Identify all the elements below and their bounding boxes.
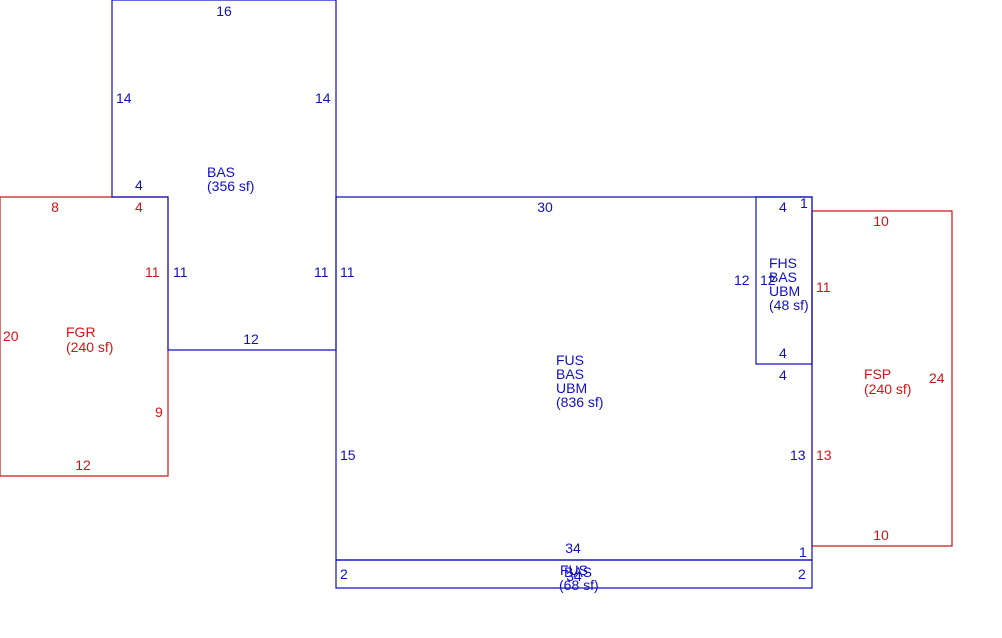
dim-main-right-bottom: 1: [799, 544, 807, 560]
dim-fsp-left: 11: [816, 279, 831, 295]
dim-fhs-bottom: 4: [779, 345, 787, 361]
fhs-code-1: FHS: [769, 255, 797, 271]
dim-fsp-left-lower: 13: [816, 447, 832, 463]
dim-fgr-top-right: 4: [135, 199, 143, 215]
dim-bas-bottom: 12: [243, 331, 259, 347]
fhs-area: (48 sf): [769, 297, 809, 313]
dim-main-left-upper: 11: [340, 264, 355, 280]
dim-strip-right: 2: [798, 566, 806, 582]
dim-fsp-top: 10: [873, 213, 889, 229]
dim-fhs-left: 12: [734, 272, 750, 288]
dim-fsp-right: 24: [929, 370, 945, 386]
fsp-area: (240 sf): [864, 381, 911, 397]
dim-bas-top-left: 14: [116, 90, 132, 106]
fhs-outline: [755, 196, 813, 365]
dim-fgr-left: 20: [3, 328, 19, 344]
fhs-code-2: BAS: [769, 269, 797, 285]
dim-bas-lower-left: 11: [173, 264, 188, 280]
dim-main-left-lower: 15: [340, 447, 356, 463]
strip-code-2: BAS: [564, 564, 592, 580]
dim-fgr-top: 8: [51, 199, 59, 215]
dim-fhs-right: 12: [760, 272, 776, 288]
main-area: (836 sf): [556, 394, 603, 410]
dim-main-bottom: 34: [565, 540, 581, 556]
strip-code-1: FUS: [560, 562, 588, 578]
dim-fhs-below: 4: [779, 367, 787, 383]
dim-bas-top-top: 16: [216, 3, 232, 19]
fhs-code-3: UBM: [769, 283, 800, 299]
dim-fsp-bottom: 10: [873, 527, 889, 543]
dim-fhs-top: 4: [779, 199, 787, 215]
dim-fgr-right-upper: 11: [145, 264, 160, 280]
dim-main-right-top: 1: [800, 195, 808, 211]
bas-top-outline: [111, 0, 337, 351]
fsp-code: FSP: [864, 366, 891, 382]
main-code-3: UBM: [556, 380, 587, 396]
strip-area: (68 sf): [559, 577, 599, 593]
main-code-1: FUS: [556, 352, 584, 368]
dim-main-right-lower: 13: [790, 447, 806, 463]
dim-bas-step-top: 4: [135, 177, 143, 193]
bottom-strip-outline: [335, 559, 813, 589]
dim-main-top: 30: [537, 199, 553, 215]
dim-strip-left: 2: [340, 566, 348, 582]
dim-strip-bottom: 34: [566, 568, 582, 584]
bas-top-area: (356 sf): [207, 178, 254, 194]
main-code-2: BAS: [556, 366, 584, 382]
fgr-area: (240 sf): [66, 339, 113, 355]
dim-bas-lower-right: 11: [314, 264, 329, 280]
bas-top-code: BAS: [207, 164, 235, 180]
dim-fgr-bottom: 12: [75, 457, 91, 473]
fgr-code: FGR: [66, 324, 96, 340]
dim-bas-top-right: 14: [315, 90, 331, 106]
dim-fgr-right-lower: 9: [155, 404, 163, 420]
